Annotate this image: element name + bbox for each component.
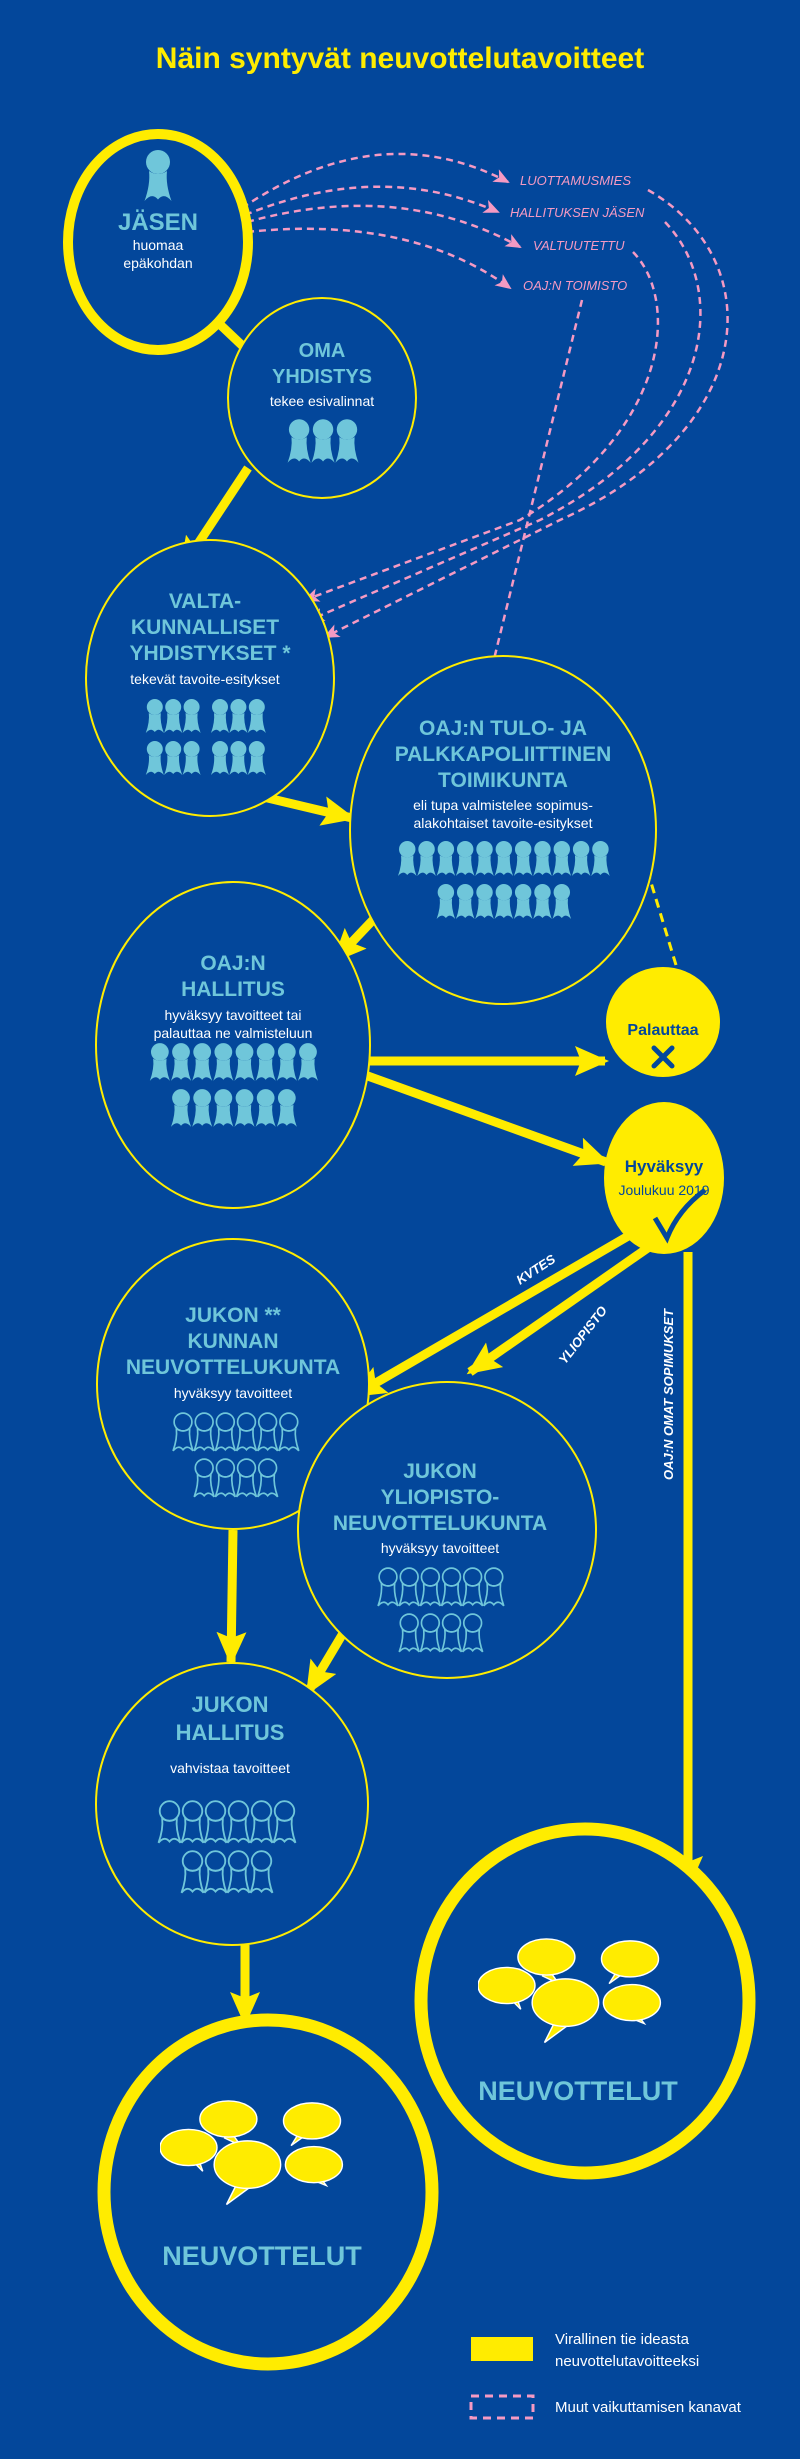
channel-oaj-toimisto: OAJ:N TOIMISTO — [523, 278, 627, 293]
legend: Virallinen tie ideasta neuvottelutavoitt… — [469, 2331, 742, 2420]
node-title: TOIMIKUNTA — [438, 769, 568, 792]
node-sub: hyväksyy tavoitteet — [174, 1385, 292, 1401]
node-title: JUKON — [403, 1460, 477, 1483]
node-title: OAJ:N TULO- JA — [419, 717, 587, 740]
channel-line-luottamusmies — [241, 152, 510, 210]
node-sub: alakohtaiset tavoite-esitykset — [414, 815, 593, 831]
node-title: OMA — [299, 340, 346, 362]
node-juko-yliopisto: JUKON YLIOPISTO- NEUVOTTELUKUNTA hyväksy… — [297, 1381, 597, 1679]
node-oaj-hallitus: OAJ:N HALLITUS hyväksyy tavoitteet tai p… — [95, 881, 371, 1209]
node-sub: vahvistaa tavoitteet — [170, 1760, 290, 1776]
channel-line-to-valta-3 — [303, 251, 660, 602]
channel-line-valtuutettu — [246, 204, 522, 249]
legend-swatch-other — [469, 2394, 535, 2420]
arrow-hyvaksyy-kunta — [351, 1231, 633, 1399]
node-sub: palauttaa ne valmisteluun — [154, 1025, 313, 1041]
check-icon — [652, 1187, 707, 1244]
label-yliopisto: YLIOPISTO — [556, 1303, 610, 1367]
legend-label-official: Virallinen tie ideasta — [555, 2331, 690, 2348]
arrow-kunta-jukohallitus — [216, 1529, 247, 1666]
arrow-hyvaksyy-yliopisto — [466, 1241, 655, 1376]
channel-luottamusmies: LUOTTAMUSMIES — [520, 173, 631, 188]
legend-swatch-official — [471, 2337, 533, 2361]
node-oma-yhdistys: OMA YHDISTYS tekee esivalinnat — [227, 297, 417, 499]
node-juko-hallitus: JUKON HALLITUS vahvistaa tavoitteet — [95, 1662, 369, 1946]
legend-label-other: Muut vaikuttamisen kanavat — [555, 2399, 742, 2416]
channel-line-hallituksen-jasen — [244, 185, 500, 217]
node-title: VALTA- — [169, 590, 241, 613]
x-icon — [651, 1045, 675, 1069]
label-omat-sopimukset: OAJ:N OMAT SOPIMUKSET — [661, 1308, 676, 1480]
node-title: OAJ:N — [200, 952, 265, 975]
node-title: YHDISTYKSET * — [129, 642, 291, 665]
channel-valtuutettu: VALTUUTETTU — [533, 238, 625, 253]
node-title: HALLITUS — [181, 978, 285, 1001]
channel-line-to-valta-1 — [323, 188, 729, 639]
node-title: Palauttaa — [627, 1022, 698, 1039]
node-title: NEUVOTTELUT — [162, 2241, 362, 2271]
node-title: JUKON — [191, 1692, 268, 1717]
node-sub: hyväksyy tavoitteet tai — [165, 1007, 302, 1023]
people-icons — [287, 419, 359, 463]
channel-hallituksen-jasen: HALLITUKSEN JÄSEN — [510, 205, 645, 220]
node-neuvottelut-left: NEUVOTTELUT — [97, 2013, 439, 2371]
legend-label-official: neuvottelutavoitteeksi — [555, 2353, 699, 2370]
node-title: KUNNALLISET — [131, 616, 279, 639]
node-title: HALLITUS — [176, 1720, 285, 1745]
node-title: NEUVOTTELUKUNTA — [126, 1356, 340, 1379]
node-palauttaa: Palauttaa — [606, 967, 720, 1077]
node-hyvaksyy: Hyväksyy Joulukuu 2019 — [604, 1102, 724, 1254]
channel-line-to-tupa — [456, 299, 584, 800]
node-neuvottelut-right: NEUVOTTELUT — [414, 1822, 756, 2180]
other-channels: LUOTTAMUSMIES HALLITUKSEN JÄSEN VALTUUTE… — [241, 152, 729, 800]
arrow-yliopisto-jukohallitus — [304, 1627, 349, 1696]
node-sub: eli tupa valmistelee sopimus- — [413, 797, 593, 813]
node-tupa: OAJ:N TULO- JA PALKKAPOLIITTINEN TOIMIKU… — [349, 655, 657, 1005]
node-sub: hyväksyy tavoitteet — [381, 1540, 499, 1556]
channel-line-to-valta-2 — [308, 221, 702, 622]
node-date: Joulukuu 2019 — [618, 1182, 709, 1198]
page-title: Näin syntyvät neuvottelutavoitteet — [156, 42, 644, 75]
node-title: YHDISTYS — [272, 366, 372, 388]
node-title: JÄSEN — [118, 209, 198, 236]
node-title: KUNNAN — [188, 1330, 279, 1353]
node-title: PALKKAPOLIITTINEN — [395, 743, 612, 766]
node-sub: epäkohdan — [123, 255, 192, 271]
node-sub: huomaa — [133, 237, 184, 253]
channel-line-toimisto — [246, 227, 512, 290]
node-valtakunnalliset: VALTA- KUNNALLISET YHDISTYKSET * tekevät… — [85, 539, 335, 817]
node-sub: tekee esivalinnat — [270, 393, 374, 409]
node-jasen: JÄSEN huomaa epäkohdan — [63, 129, 253, 355]
node-title: NEUVOTTELUT — [478, 2076, 678, 2106]
node-title: Hyväksyy — [625, 1157, 704, 1176]
node-title: NEUVOTTELUKUNTA — [333, 1512, 547, 1535]
node-sub: tekevät tavoite-esitykset — [130, 671, 280, 687]
node-juko-kunta: JUKON ** KUNNAN NEUVOTTELUKUNTA hyväksyy… — [96, 1238, 370, 1530]
node-title: YLIOPISTO- — [381, 1486, 500, 1509]
arrow-hallitus-hyvaksyy — [363, 1070, 610, 1167]
node-title: JUKON ** — [185, 1304, 282, 1327]
